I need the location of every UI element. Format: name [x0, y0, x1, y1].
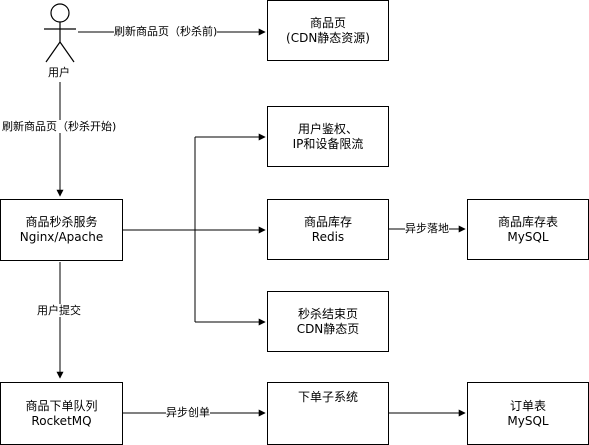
- auth-rate-limit-box: 用户鉴权、 IP和设备限流: [267, 106, 389, 167]
- stock-redis-title: 商品库存: [303, 214, 352, 229]
- order-table-subtitle: MySQL: [507, 413, 549, 428]
- order-queue-title: 商品下单队列: [25, 398, 98, 413]
- end-page-title: 秒杀结束页: [297, 306, 358, 321]
- order-subsystem-title: 下单子系统: [297, 390, 358, 404]
- edge-label-refresh-start: 刷新商品页（秒杀开始): [2, 120, 117, 133]
- order-queue-subtitle: RocketMQ: [31, 413, 92, 428]
- stock-table-box: 商品库存表 MySQL: [467, 199, 589, 260]
- order-subsystem-box: 下单子系统: [267, 382, 389, 445]
- order-table-box: 订单表 MySQL: [467, 382, 589, 445]
- seckill-service-subtitle: Nginx/Apache: [19, 230, 104, 244]
- end-page-box: 秒杀结束页 CDN静态页: [267, 291, 389, 352]
- edge-label-user-submit: 用户提交: [37, 304, 81, 317]
- seckill-service-title: 商品秒杀服务: [25, 215, 98, 229]
- actor-label: 用户: [48, 66, 70, 79]
- auth-title: 用户鉴权、: [297, 121, 358, 136]
- auth-subtitle: IP和设备限流: [292, 136, 364, 151]
- order-table-title: 订单表: [509, 398, 546, 413]
- stock-redis-box: 商品库存 Redis: [267, 199, 389, 260]
- user-actor-icon: [44, 3, 76, 63]
- end-page-subtitle: CDN静态页: [296, 321, 360, 336]
- edge-label-refresh-before: 刷新商品页（秒杀前): [114, 25, 218, 38]
- seckill-service-box: 商品秒杀服务 Nginx/Apache: [0, 199, 123, 261]
- stock-table-title: 商品库存表: [497, 214, 558, 229]
- edge-label-async-persist: 异步落地: [405, 222, 449, 235]
- edge-label-async-create: 异步创单: [166, 406, 210, 419]
- product-page-title: 商品页: [309, 15, 346, 30]
- product-page-subtitle: (CDN静态资源): [286, 30, 370, 45]
- stock-redis-subtitle: Redis: [311, 229, 345, 244]
- stock-table-subtitle: MySQL: [507, 229, 549, 244]
- order-queue-box: 商品下单队列 RocketMQ: [0, 382, 123, 445]
- product-page-box: 商品页 (CDN静态资源): [267, 0, 389, 61]
